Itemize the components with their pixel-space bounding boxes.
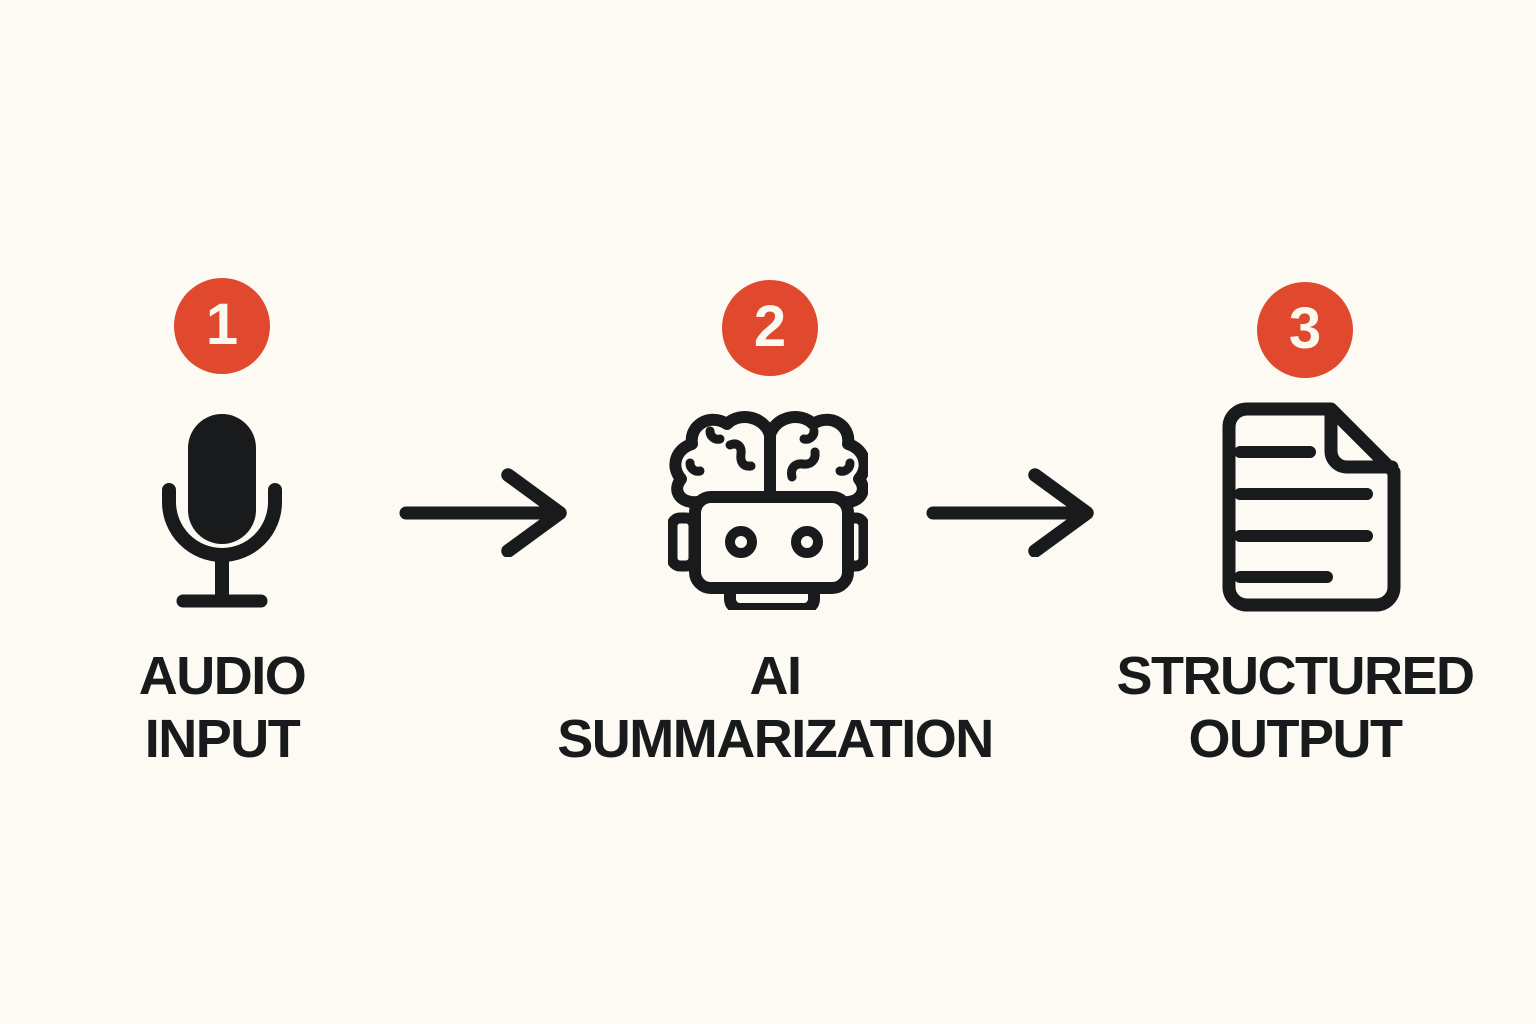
arrow-right-icon [926, 468, 1094, 557]
step-2-number-badge: 2 [722, 280, 818, 376]
step-1-label: AUDIO INPUT [22, 645, 422, 771]
ai-robot-brain-icon [668, 411, 868, 610]
step-2-label: AI SUMMARIZATION [515, 645, 1035, 771]
document-icon [1222, 402, 1401, 612]
arrow-right-icon [399, 468, 567, 557]
step-3-number: 3 [1288, 296, 1322, 361]
step-1-label-line-2: INPUT [144, 709, 301, 769]
step-3-number-badge: 3 [1257, 282, 1353, 378]
step-2-label-line-1: AI [749, 646, 803, 706]
step-1-number-badge: 1 [174, 278, 270, 374]
step-3-label-line-1: STRUCTURED [1116, 646, 1476, 706]
step-3-label-line-2: OUTPUT [1188, 709, 1404, 769]
step-2-label-line-2: SUMMARIZATION [557, 709, 994, 769]
step-1-label-line-1: AUDIO [138, 646, 307, 706]
step-3-label: STRUCTURED OUTPUT [1075, 645, 1515, 771]
step-1-number: 1 [205, 292, 239, 357]
microphone-icon [162, 414, 282, 608]
step-2-number: 2 [753, 294, 787, 359]
